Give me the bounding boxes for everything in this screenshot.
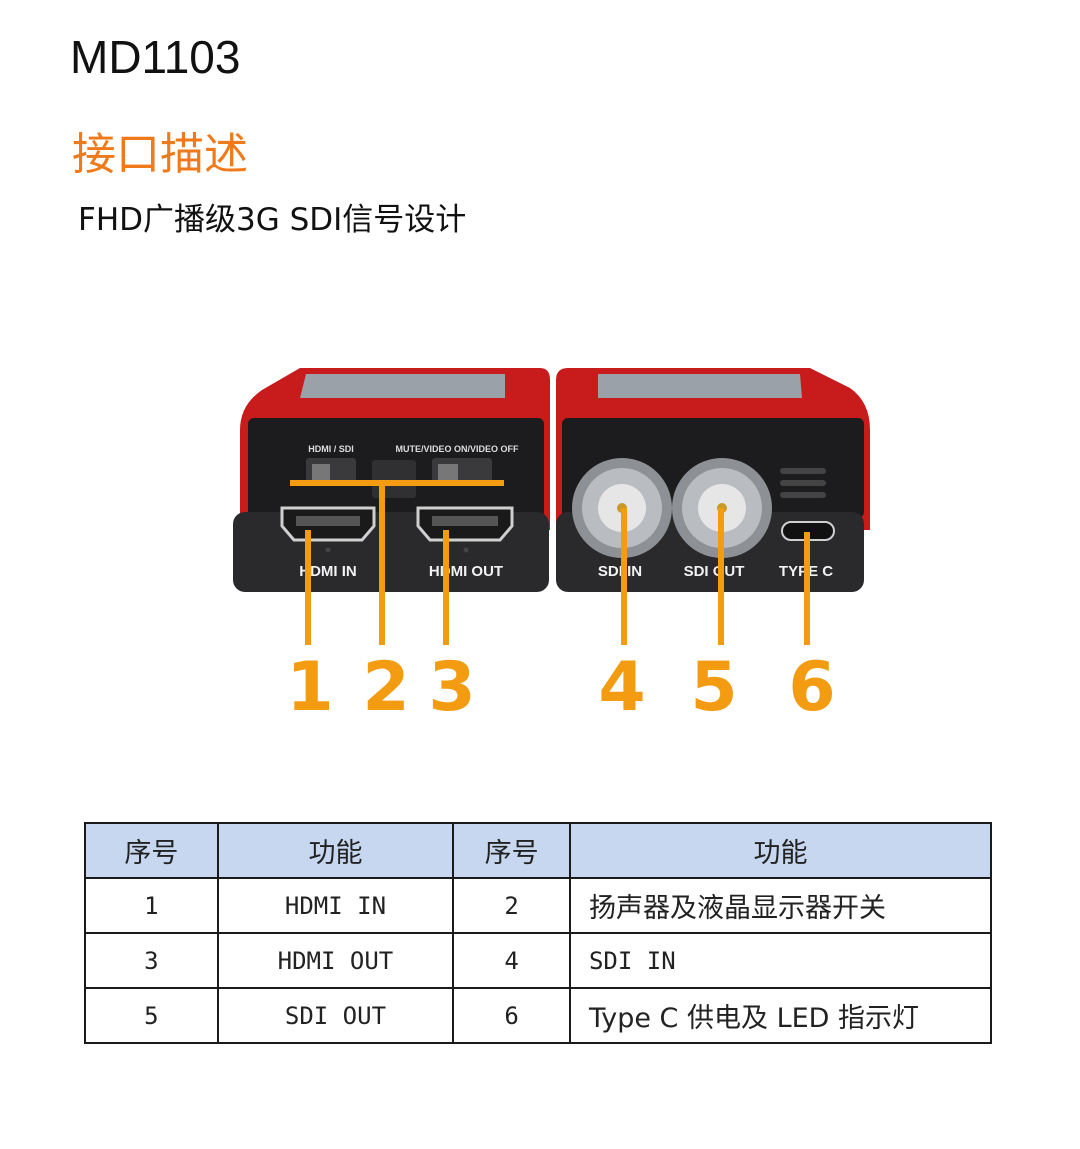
callout-5: 5 <box>690 648 737 727</box>
table-header-row: 序号 功能 序号 功能 <box>84 822 993 879</box>
interface-table: 序号 功能 序号 功能 1 HDMI IN 2 扬声器及液晶显示器开关 3 HD… <box>84 822 993 1044</box>
callout-1: 1 <box>286 648 333 727</box>
cell-index: 6 <box>452 987 571 1044</box>
header-index-2: 序号 <box>452 822 571 879</box>
callout-lines <box>290 480 810 645</box>
header-function-1: 功能 <box>216 822 455 879</box>
cell-function: HDMI OUT <box>216 932 455 989</box>
header-index-1: 序号 <box>84 822 219 879</box>
callout-2: 2 <box>362 648 409 727</box>
subtitle: FHD广播级3G SDI信号设计 <box>78 202 467 238</box>
callout-4: 4 <box>598 648 645 727</box>
header-function-2: 功能 <box>568 822 993 879</box>
cell-function: Type C 供电及 LED 指示灯 <box>568 987 993 1044</box>
table-row: 5 SDI OUT 6 Type C 供电及 LED 指示灯 <box>84 987 993 1044</box>
table-row: 1 HDMI IN 2 扬声器及液晶显示器开关 <box>84 877 993 934</box>
port-label-hdmi-out: HDMI OUT <box>429 563 503 580</box>
cell-function: HDMI IN <box>216 877 455 934</box>
port-label-sdi-in: SDI IN <box>598 563 642 580</box>
cell-function: SDI IN <box>568 932 993 989</box>
port-label-sdi-out: SDI OUT <box>684 563 745 580</box>
table-row: 3 HDMI OUT 4 SDI IN <box>84 932 993 989</box>
cell-index: 1 <box>84 877 219 934</box>
right-unit: SDI IN SDI OUT TYPE C <box>556 368 870 592</box>
cell-index: 4 <box>452 932 571 989</box>
callout-6: 6 <box>788 648 835 727</box>
port-label-hdmi-in: HDMI IN <box>299 563 357 580</box>
switch-label-hdmi-sdi: HDMI / SDI <box>308 444 354 454</box>
cell-index: 2 <box>452 877 571 934</box>
model-name: MD1103 <box>70 31 241 83</box>
section-title: 接口描述 <box>72 129 248 180</box>
cell-function: 扬声器及液晶显示器开关 <box>568 877 993 934</box>
cell-function: SDI OUT <box>216 987 455 1044</box>
switch-label-mute: MUTE/VIDEO ON/VIDEO OFF <box>395 444 519 454</box>
device-photo: HDMI / SDI MUTE/VIDEO ON/VIDEO OFF HDMI … <box>233 368 870 727</box>
cell-index: 3 <box>84 932 219 989</box>
cell-index: 5 <box>84 987 219 1044</box>
callout-3: 3 <box>428 648 475 727</box>
